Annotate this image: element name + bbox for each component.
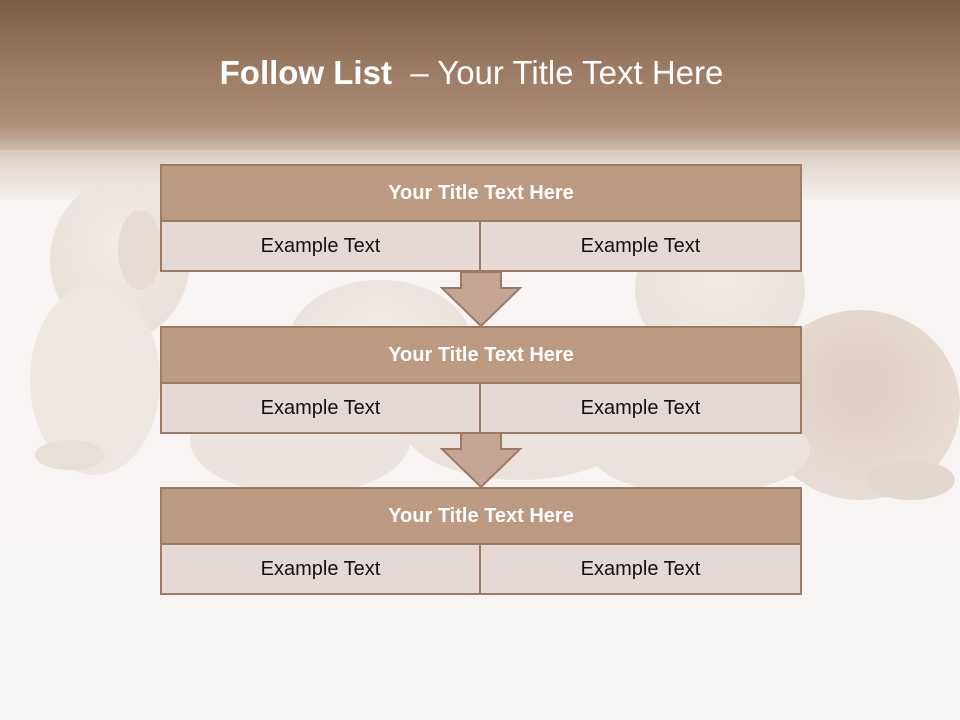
block-cell: Example Text [160, 222, 481, 272]
block-title: Your Title Text Here [160, 164, 802, 222]
down-arrow-icon [439, 432, 523, 489]
flow-block-3: Your Title Text Here Example Text Exampl… [160, 487, 802, 595]
block-title: Your Title Text Here [160, 326, 802, 384]
down-arrow-icon [439, 271, 523, 328]
block-cell: Example Text [160, 545, 481, 595]
block-cell: Example Text [160, 384, 481, 434]
slide-title-bold: Follow List [219, 54, 392, 91]
block-row: Example Text Example Text [160, 384, 802, 434]
flow-block-2: Your Title Text Here Example Text Exampl… [160, 326, 802, 434]
slide-title: Follow List – Your Title Text Here [0, 54, 943, 92]
block-row: Example Text Example Text [160, 545, 802, 595]
slide-title-rest: – Your Title Text Here [391, 54, 724, 91]
block-cell: Example Text [481, 222, 802, 272]
block-cell: Example Text [481, 545, 802, 595]
block-row: Example Text Example Text [160, 222, 802, 272]
block-cell: Example Text [481, 384, 802, 434]
flow-block-1: Your Title Text Here Example Text Exampl… [160, 164, 802, 272]
block-title: Your Title Text Here [160, 487, 802, 545]
